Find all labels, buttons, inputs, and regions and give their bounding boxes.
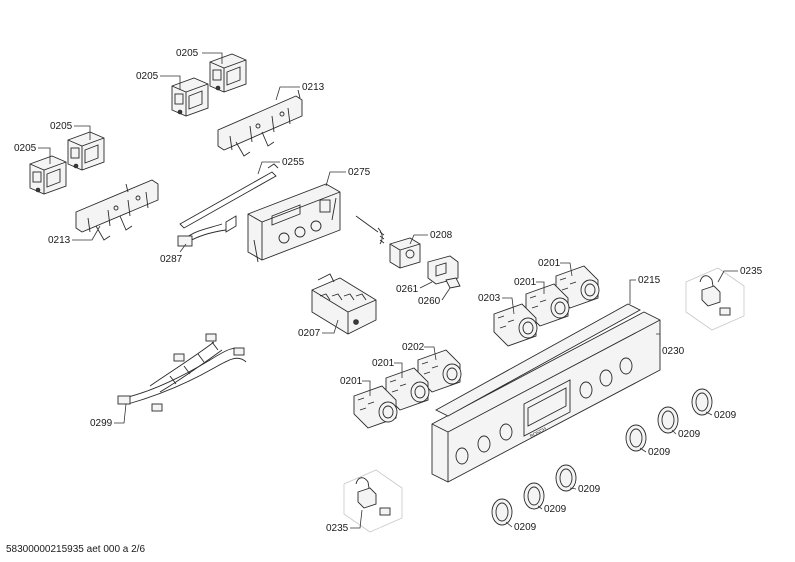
callout-0215: 0215 <box>638 275 661 286</box>
document-id: 58300000215935 aet 000 a 2/6 <box>6 544 145 555</box>
part-knob-ring-3 <box>625 424 647 452</box>
part-switch-box-lower-right <box>67 131 105 171</box>
callout-0213-a: 0213 <box>302 82 325 93</box>
part-front-panel: BOSCH <box>431 311 661 483</box>
part-rotary-switch-lower-1 <box>417 349 462 393</box>
callout-0230: 0230 <box>662 346 685 357</box>
callout-0201-c: 0201 <box>372 358 395 369</box>
callout-0205-b: 0205 <box>136 71 159 82</box>
callout-0208: 0208 <box>430 230 453 241</box>
callout-0275: 0275 <box>348 167 371 178</box>
callout-0213-b: 0213 <box>48 235 71 246</box>
part-selector-switch <box>311 273 377 335</box>
part-knob-ring-1 <box>691 388 713 416</box>
part-switch-box-upper-left <box>171 77 209 117</box>
part-switch-bracket <box>427 255 461 289</box>
callout-0207: 0207 <box>298 328 321 339</box>
callout-0205-c: 0205 <box>50 121 73 132</box>
callout-0201-b: 0201 <box>514 277 537 288</box>
callout-0203: 0203 <box>478 293 501 304</box>
part-rotary-switch-upper-3 <box>493 303 538 347</box>
part-knob-ring-4 <box>555 464 577 492</box>
part-switch-box-upper-right <box>209 53 247 93</box>
part-thermostat <box>355 215 421 269</box>
callout-0209-e: 0209 <box>544 504 567 515</box>
callout-0205-d: 0205 <box>14 143 37 154</box>
callout-0209-d: 0209 <box>578 484 601 495</box>
part-lamp-holder-right <box>685 267 745 331</box>
callout-0202: 0202 <box>402 342 425 353</box>
callout-0235-b: 0235 <box>326 523 349 534</box>
callout-0209-f: 0209 <box>514 522 537 533</box>
callout-0261: 0261 <box>396 284 419 295</box>
part-rotary-switch-upper-2 <box>525 283 570 327</box>
part-wiring-harness <box>117 333 247 412</box>
callout-0209-a: 0209 <box>714 410 737 421</box>
callout-0205-a: 0205 <box>176 48 199 59</box>
callout-0235-a: 0235 <box>740 266 763 277</box>
part-lamp-holder-left <box>343 469 403 533</box>
part-bracket-lower <box>75 179 159 241</box>
part-wire-strip <box>179 163 279 233</box>
part-switch-box-lower-left <box>29 155 67 195</box>
part-knob-ring-6 <box>491 498 513 526</box>
callout-0201-a: 0201 <box>538 258 561 269</box>
part-trim-strip <box>435 303 641 417</box>
part-bracket-upper <box>217 89 303 157</box>
callout-labels: 0205 0205 0205 0205 0213 0213 0255 0275 … <box>14 48 763 534</box>
part-connector-cable <box>177 223 227 247</box>
callout-0209-c: 0209 <box>648 447 671 458</box>
callout-0260: 0260 <box>418 296 441 307</box>
leader-lines <box>38 52 738 529</box>
callout-0255: 0255 <box>282 157 305 168</box>
callout-0209-b: 0209 <box>678 429 701 440</box>
part-knob-ring-5 <box>523 482 545 510</box>
part-knob-ring-2 <box>657 406 679 434</box>
callout-0299: 0299 <box>90 418 113 429</box>
part-rotary-switch-lower-3 <box>353 385 398 429</box>
callout-0201-d: 0201 <box>340 376 363 387</box>
callout-0287: 0287 <box>160 254 183 265</box>
part-control-module <box>247 183 341 263</box>
